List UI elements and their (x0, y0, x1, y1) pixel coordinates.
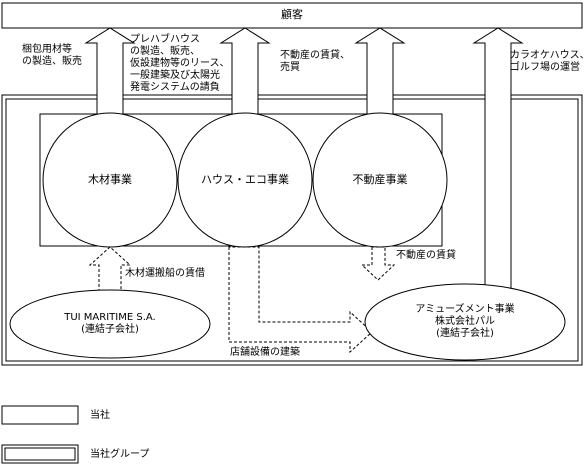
segment-label-house-eco: ハウス・エコ事業 (201, 173, 289, 186)
customer-label: 顧客 (281, 8, 303, 21)
relation-label-property-lease: 不動産の賃貸 (396, 250, 456, 261)
subsidiary-label-tui: TUI MARITIME S.A. (連結子会社) (64, 312, 156, 335)
customer-box (1, 2, 583, 29)
dashed-arrow-property-lease (360, 246, 396, 281)
flow-label-house-eco: プレハブハウス の製造、販売、 仮設建物等のリース、 一般建築及び太陽光 発電シ… (130, 34, 230, 93)
legend-label-company: 当社 (90, 410, 110, 421)
subsidiary-ellipse-tui (9, 289, 211, 359)
dashed-arrow-ship-charter (88, 246, 132, 293)
segment-label-wood: 木材事業 (88, 173, 132, 186)
arrow-realestate-to-customer (354, 27, 406, 115)
subsidiary-ellipse-pal (364, 283, 566, 361)
relation-label-store-construction: 店舗設備の建築 (230, 347, 300, 358)
dashed-arrow-store-construction (228, 246, 373, 354)
group-frame-inner (5, 98, 579, 362)
legend-group-swatch-inner (4, 447, 76, 461)
arrow-wood-to-customer (84, 27, 136, 115)
segment-circle-real-estate (312, 112, 448, 248)
segment-label-real-estate: 不動産事業 (352, 173, 408, 186)
arrow-amusement-to-customer (472, 27, 524, 293)
arrow-house-to-customer (219, 27, 271, 115)
legend-group-swatch-outer (1, 444, 79, 464)
flow-label-wood-products: 梱包用材等 の製造、販売 (22, 44, 82, 67)
legend-company-swatch (1, 405, 79, 425)
flow-label-amusement: カラオケハウス、 ゴルフ場の運営 (510, 50, 585, 73)
flow-label-real-estate: 不動産の賃貸、 売買 (280, 50, 350, 73)
relation-label-ship-charter: 木材運搬船の賃借 (125, 268, 205, 279)
legend-label-group: 当社グループ (90, 449, 150, 460)
subsidiary-label-pal: アミューズメント事業 株式会社パル (連結子会社) (415, 304, 515, 339)
group-frame-outer (1, 94, 583, 366)
